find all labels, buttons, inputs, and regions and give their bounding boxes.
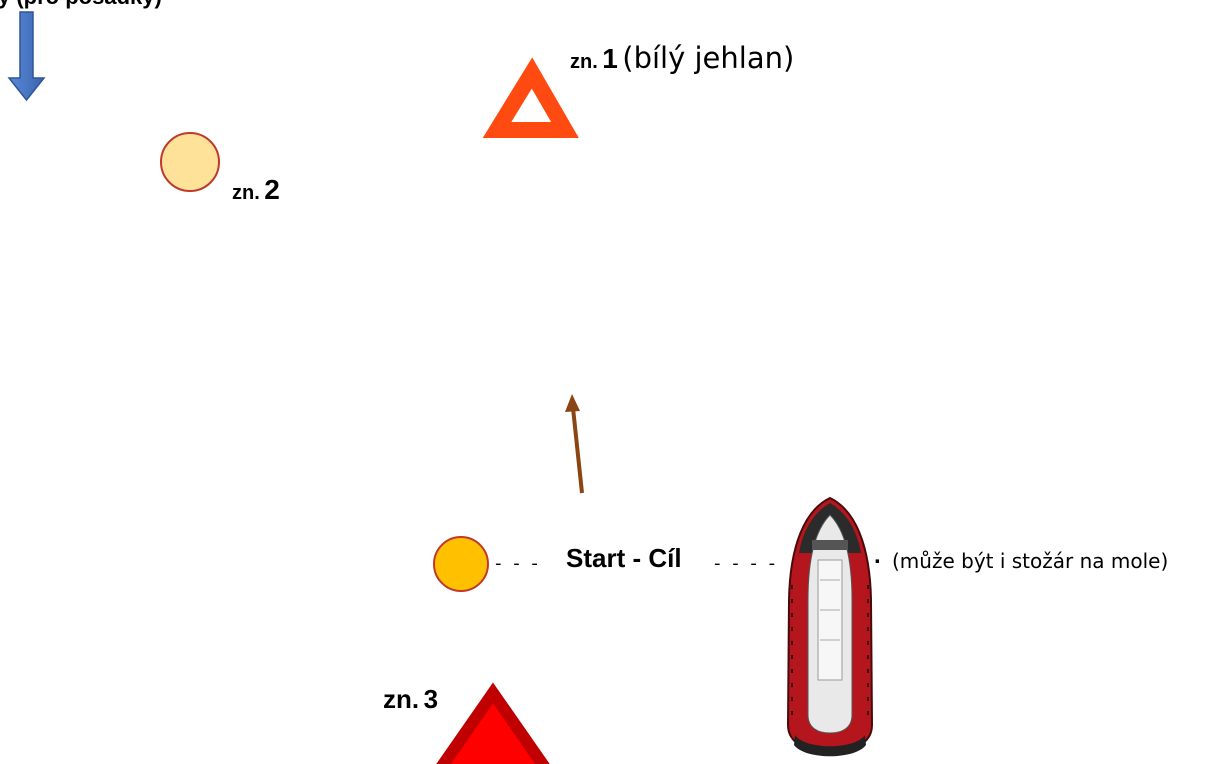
start-line-dot: .	[874, 542, 881, 569]
mark-3-prefix: zn.	[383, 684, 420, 714]
mark-1-label: zn. 1 (bílý jehlan)	[570, 44, 794, 73]
mark-2-circle-icon	[160, 132, 220, 192]
mark-2-label: zn. 2	[232, 176, 280, 204]
mark-1-triangle-icon	[482, 57, 579, 138]
start-line-dash-right: - - - -	[714, 553, 779, 574]
wind-arrow-icon	[7, 11, 46, 102]
mark-1-description: (bílý jehlan)	[622, 41, 795, 75]
committee-boat-icon	[786, 496, 874, 757]
mark-1-number: 1	[602, 43, 618, 74]
mark-2-prefix: zn.	[232, 182, 260, 204]
course-arrow-icon	[565, 394, 584, 494]
mark-3-label: zn. 3	[383, 686, 438, 712]
mark-3-triangle-icon	[436, 682, 550, 764]
mark-2-number: 2	[264, 174, 280, 205]
start-finish-label: Start - Cíl	[566, 543, 682, 573]
committee-boat-note: (může být i stožár na mole)	[892, 549, 1169, 573]
start-buoy-icon	[433, 536, 489, 592]
mark-3-number: 3	[423, 684, 439, 714]
start-line-dash-left: - - -	[495, 553, 541, 574]
top-label: y (pro posádky)	[0, 0, 162, 8]
mark-1-prefix: zn.	[570, 51, 598, 73]
